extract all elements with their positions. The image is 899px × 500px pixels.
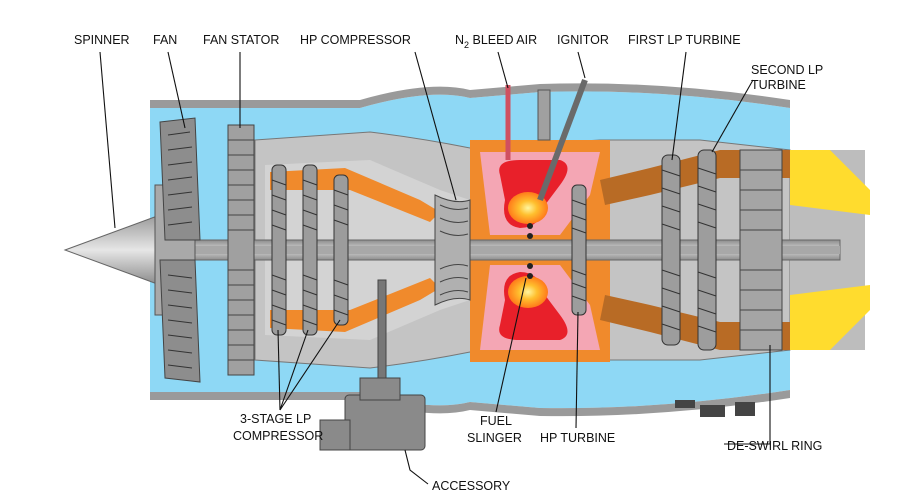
fan-blades: [159, 117, 201, 383]
mount-brackets: [675, 400, 755, 417]
inner-shaft: [140, 246, 840, 254]
label-fan: FAN: [153, 33, 177, 47]
lp-compressor-rotors: [271, 164, 349, 336]
label-second-lp-turbine-2: TURBINE: [751, 78, 806, 92]
accessory-gearbox: [319, 279, 426, 451]
bleed-air-fitting: [537, 89, 551, 141]
label-spinner: SPINNER: [74, 33, 130, 47]
label-n2-bleed-air: N2 BLEED AIR: [455, 33, 537, 50]
ignitor-rod: [537, 78, 588, 202]
label-hp-compressor: HP COMPRESSOR: [300, 33, 411, 47]
label-fuel-slinger-2: SLINGER: [467, 431, 522, 445]
leader-lines: [99, 51, 771, 485]
label-accessory: ACCESSORY: [432, 479, 511, 493]
de-swirl-ring: [739, 149, 783, 351]
label-second-lp-turbine-1: SECOND LP: [751, 63, 823, 77]
spinner-cone: [63, 214, 161, 286]
flame-core-top: [508, 192, 548, 224]
label-fan-stator: FAN STATOR: [203, 33, 279, 47]
lp-turbines: [661, 149, 717, 351]
label-ignitor: IGNITOR: [557, 33, 609, 47]
label-lp-compressor-2: COMPRESSOR: [233, 429, 323, 443]
exhaust-cone-bottom: [790, 285, 870, 350]
fan-stator: [227, 124, 255, 376]
label-de-swirl-ring: DE-SWIRL RING: [727, 439, 822, 453]
hp-turbine: [571, 184, 587, 316]
flame-core-bottom: [508, 276, 548, 308]
label-first-lp-turbine: FIRST LP TURBINE: [628, 33, 741, 47]
outer-casing-bottom: [150, 390, 790, 417]
label-hp-turbine: HP TURBINE: [540, 431, 615, 445]
label-fuel-slinger-1: FUEL: [480, 414, 512, 428]
outer-casing-top: [150, 83, 790, 108]
label-lp-compressor-1: 3-STAGE LP: [240, 412, 311, 426]
hp-compressor: [434, 194, 471, 306]
exhaust-cone-top: [790, 150, 870, 215]
